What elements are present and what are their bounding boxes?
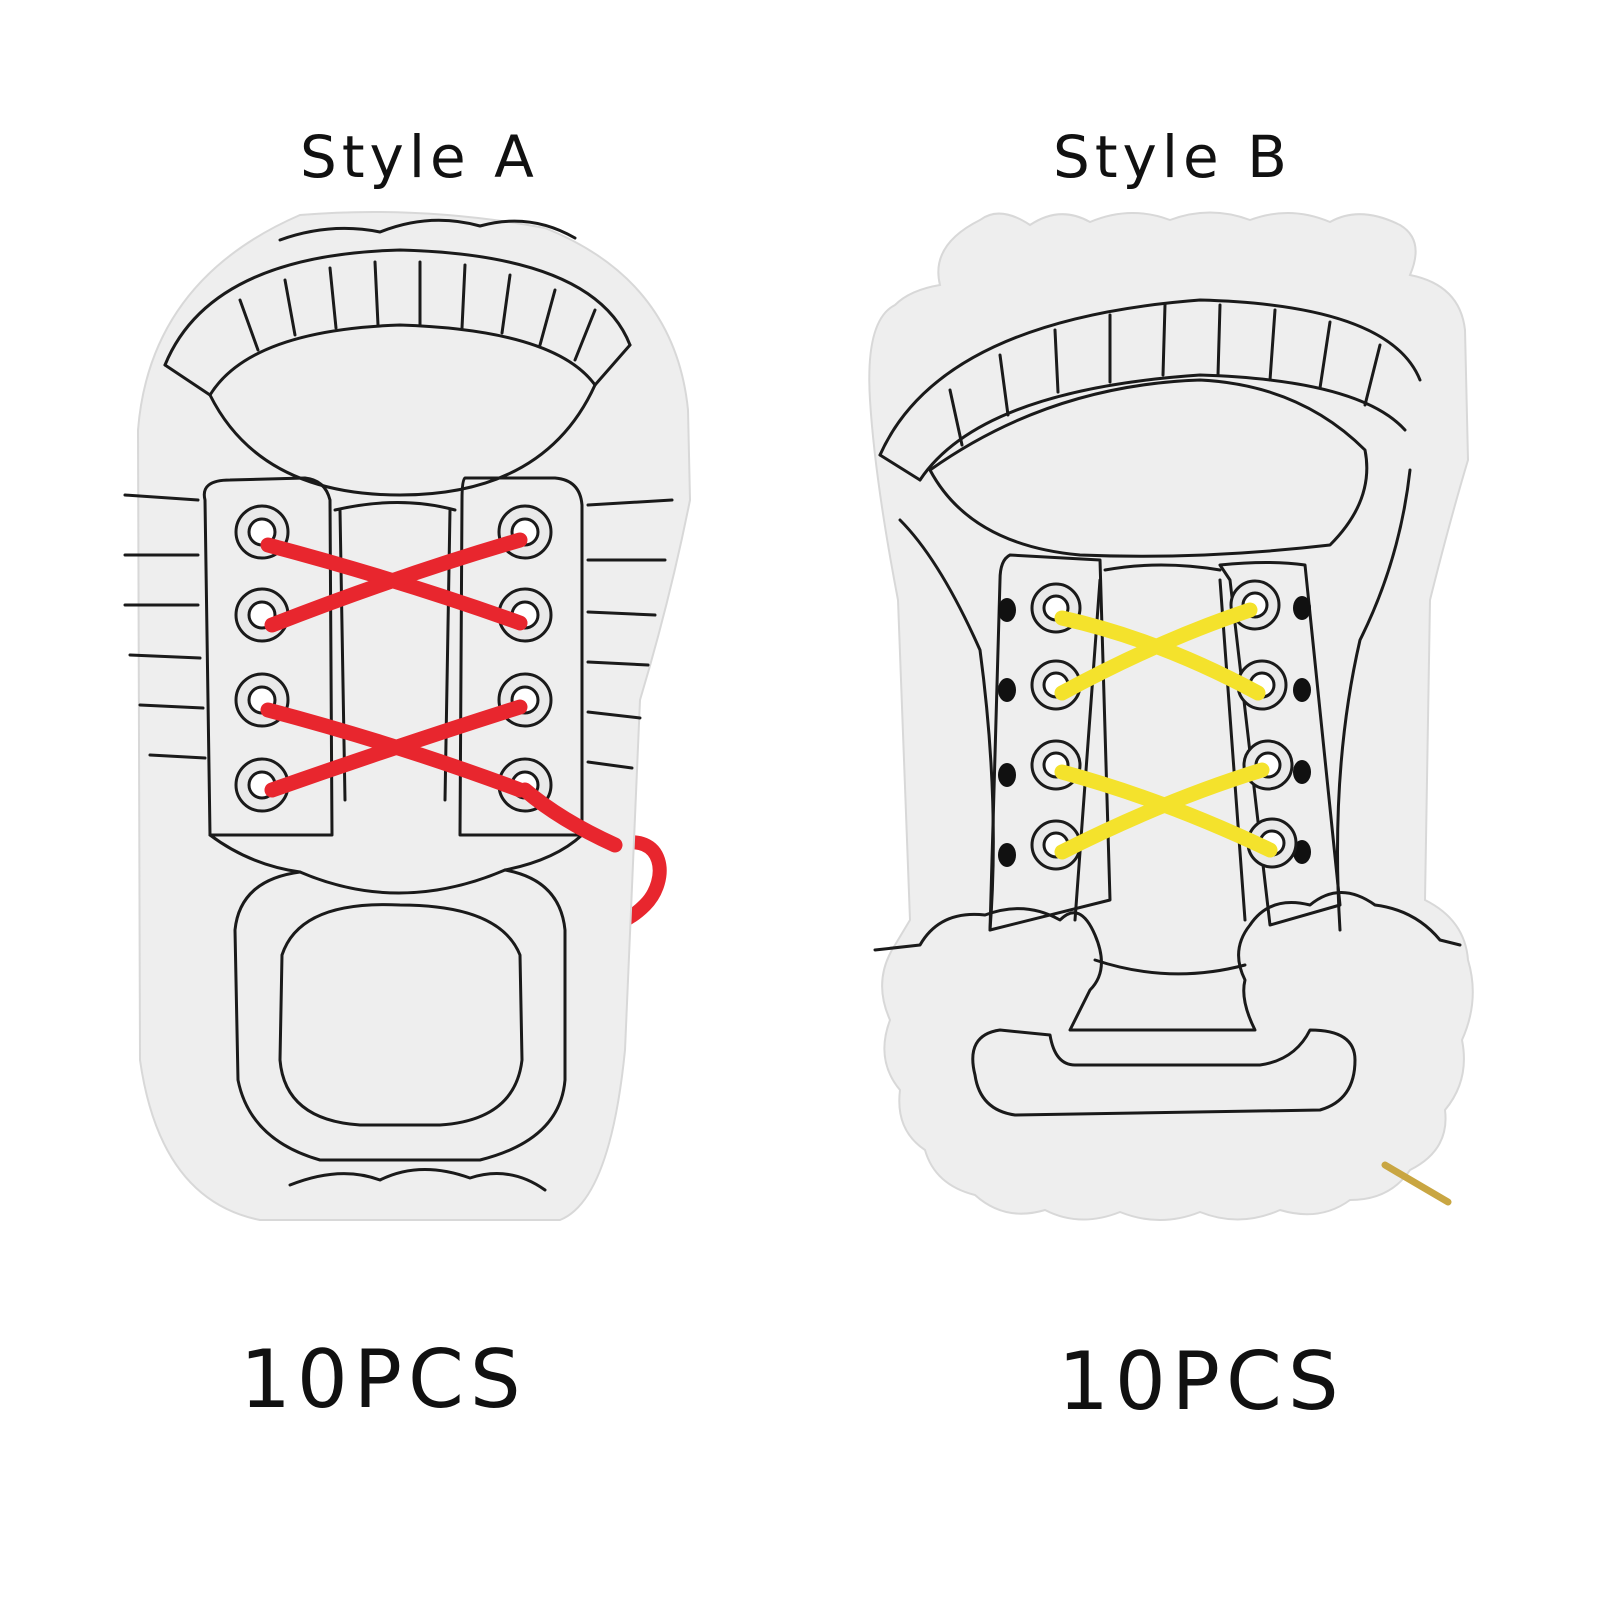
side-stripes-right-a (586, 498, 674, 770)
board-shape-a (136, 210, 692, 1221)
tongue-strip-b (1073, 563, 1247, 922)
eyelets-a (234, 504, 553, 813)
lace-pin-b (1381, 1161, 1452, 1206)
side-stripes-left-a (123, 493, 207, 760)
collar-ribs-a (238, 260, 597, 362)
collar-ribs-b (948, 303, 1382, 447)
toe-arch-a (298, 868, 507, 895)
toe-outer-a (208, 833, 584, 1162)
toe-inner-a (278, 903, 524, 1127)
toe-puff-b (873, 891, 1462, 1032)
toe-band-b (1093, 958, 1247, 976)
collar-band-inner-b (918, 373, 1407, 482)
lace-a (260, 532, 623, 853)
collar-band-inner-a (208, 323, 597, 397)
eyelet-panel-left-b (988, 553, 1112, 932)
quantity-label-a: 10PCS (240, 1333, 527, 1426)
quantity-label-b: 10PCS (1058, 1335, 1345, 1428)
lacing-board-style-a (123, 210, 692, 1221)
tongue-top-a (208, 383, 597, 497)
collar-band-b (878, 298, 1422, 457)
collar-wave-a (278, 218, 577, 242)
lace-b (1054, 602, 1278, 860)
board-shape-b (868, 211, 1474, 1221)
product-style-b: Style B 10PCS (800, 0, 1600, 1600)
toe-inner-b (971, 1028, 1357, 1117)
tongue-top-b (928, 378, 1369, 558)
eyelet-panel-left-a (202, 476, 334, 837)
style-title-a: Style A (300, 123, 539, 191)
style-title-b: Style B (1053, 123, 1292, 191)
product-style-a: Style A 10PCS (123, 123, 692, 1426)
side-holes-b (998, 596, 1311, 867)
lacing-board-style-b (868, 211, 1474, 1221)
eyelet-panel-right-b (1218, 561, 1342, 927)
collar-band-a (163, 248, 632, 367)
sole-edge-a (288, 1168, 547, 1192)
side-curve-right-b (1336, 468, 1412, 932)
